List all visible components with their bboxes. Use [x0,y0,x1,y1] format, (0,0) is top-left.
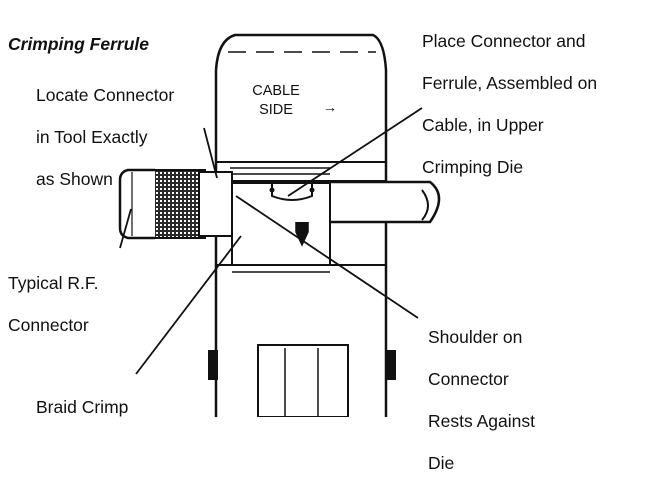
cable [330,180,441,224]
tool-handle [257,344,349,417]
die-point [295,222,309,247]
callout-braid-line: Braid Crimp [36,397,129,417]
callout-locate-line: in Tool Exactly [36,127,148,147]
callout-braid: Braid Crimp [36,376,128,439]
callout-shoulder-line: Die [428,453,455,473]
connector-front [118,168,155,240]
die-body [231,182,331,266]
callout-shoulder: Shoulder on Connector Rests Against Die [428,306,535,495]
callout-typical: Typical R.F. Connector [8,252,98,357]
leader-locate [203,127,218,179]
callout-shoulder-line: Rests Against [428,411,535,431]
diagram-title: Crimping Ferrule [8,34,149,54]
cable-side-label-2: SIDE [259,102,293,118]
connector-ring [198,171,233,237]
callout-place-line: Ferrule, Assembled on [422,73,598,93]
tool-illustration: CABLE SIDE → [118,33,441,417]
leader-shoulder [235,195,419,319]
callout-place-line: Cable, in Upper [422,115,544,135]
cable-side-label-1: CABLE [252,83,300,99]
callout-place: Place Connector and Ferrule, Assembled o… [422,10,597,199]
callout-locate-line: as Shown [36,169,113,189]
cable-side-arrow: → [323,100,338,116]
leader-braid [135,235,242,375]
crimp-tool-diagram: CABLE SIDE → Crimping Ferrule Locate Con… [8,10,597,473]
leader-place [287,107,423,197]
callout-locate: Locate Connector in Tool Exactly as Show… [36,64,174,211]
callout-shoulder-line: Connector [428,369,509,389]
callout-typical-line: Typical R.F. [8,273,99,293]
callout-place-line: Crimping Die [422,157,524,177]
callout-place-line: Place Connector and [422,31,586,51]
callout-typical-line: Connector [8,315,89,335]
leader-typical [119,208,132,249]
callout-locate-line: Locate Connector [36,85,175,105]
callout-shoulder-line: Shoulder on [428,327,523,347]
